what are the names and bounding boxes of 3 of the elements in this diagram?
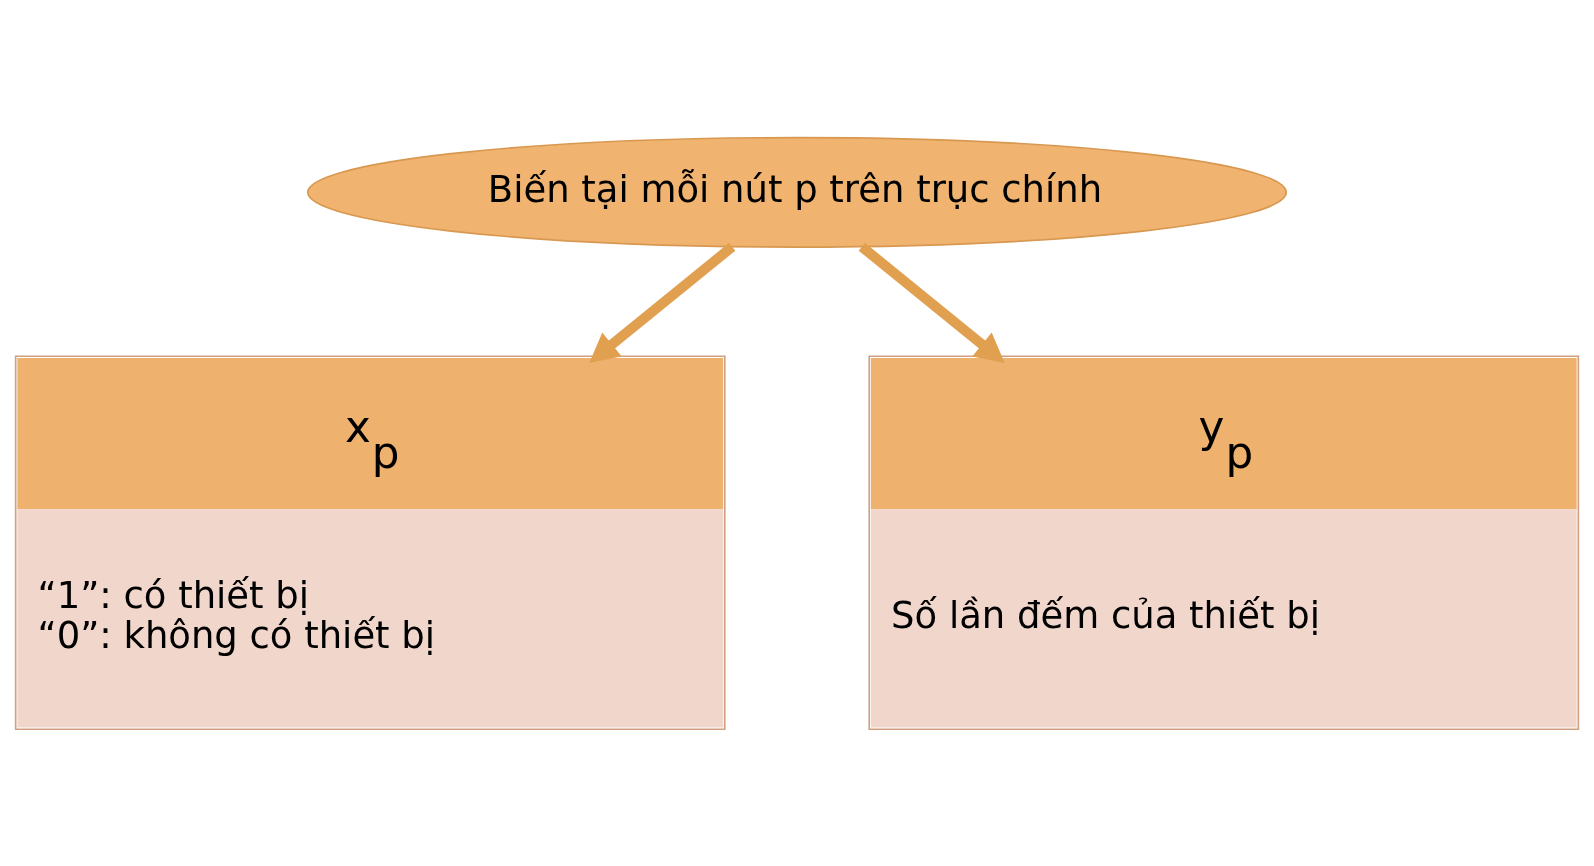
arrow <box>589 242 736 363</box>
arrow <box>858 242 1005 363</box>
node-ellipse: Biến tại mỗi nút p trên trục chính <box>306 136 1288 248</box>
